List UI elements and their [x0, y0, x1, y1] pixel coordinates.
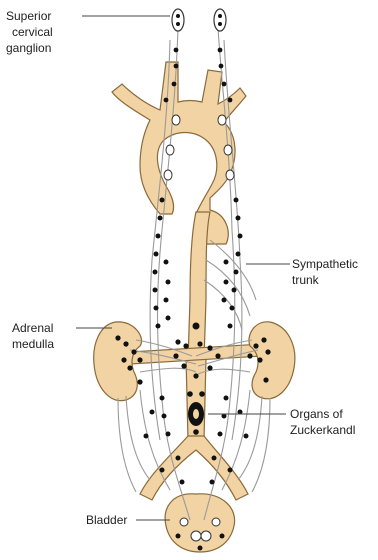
- descending-aorta: [188, 212, 210, 360]
- right-kidney: [249, 322, 295, 399]
- organs: [94, 62, 295, 552]
- superior-cervical-ganglia: [172, 9, 226, 31]
- label-superior-cervical-ganglion: Superior cervical ganglion: [6, 9, 56, 55]
- label-bladder: Bladder: [86, 513, 127, 527]
- label-organs-of-zuckerkandl: Organs of Zuckerkandl: [290, 407, 355, 437]
- label-adrenal-medulla: Adrenal medulla: [12, 321, 57, 351]
- bladder-organ: [165, 494, 234, 552]
- label-sympathetic-trunk: Sympathetic trunk: [292, 257, 361, 287]
- abdominal-aorta: [186, 358, 206, 440]
